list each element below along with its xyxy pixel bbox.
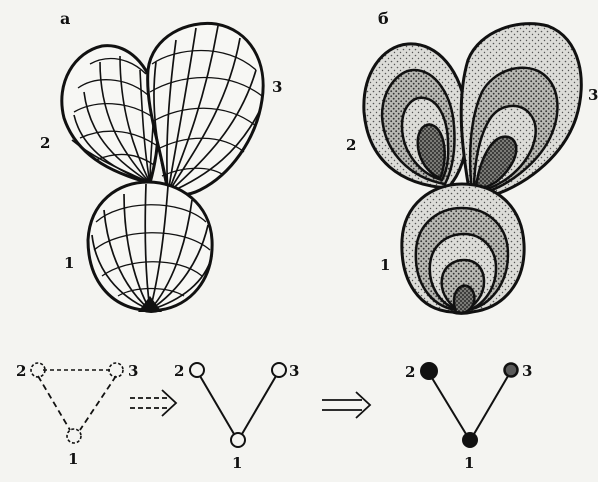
node-dashed-1 [66,428,82,444]
node-filled-2 [420,362,438,380]
node-dashed-3 [108,362,124,378]
scheme-dashed-label-2: 2 [16,362,26,380]
scheme-dashed-label-1: 1 [68,450,78,468]
scheme-filled: 2 3 1 [405,362,532,472]
panel-b-letter: б [378,9,389,28]
panel-a-letter: a [60,9,70,28]
shell-a-1 [86,180,214,313]
node-dashed-2 [30,362,46,378]
scheme-open-label-2: 2 [174,362,184,380]
shell-a-2 [60,44,160,185]
shell-b-3 [459,22,583,199]
double-arrow [322,391,372,419]
node-filled-1 [462,432,478,448]
dashed-double-arrow [130,389,178,417]
scheme-open-label-1: 1 [232,454,242,472]
node-filled-3 [503,362,519,378]
panel-b: б 2 3 1 [346,9,598,315]
shell-b-1 [400,182,526,315]
panel-b-label-3: 3 [588,86,598,104]
panel-b-label-1: 1 [380,256,390,274]
scheme-filled-label-2: 2 [405,363,415,381]
panel-a-label-2: 2 [40,134,50,152]
scheme-dashed-label-3: 3 [128,362,138,380]
panel-a-label-1: 1 [64,254,74,272]
shell-a-3 [146,21,265,197]
scheme-filled-label-3: 3 [522,362,532,380]
scheme-dashed: 2 3 1 [16,362,138,468]
panel-a: a [40,9,282,313]
panel-b-label-2: 2 [346,136,356,154]
node-open-1 [230,432,246,448]
panel-a-label-3: 3 [272,78,282,96]
node-open-2 [189,362,205,378]
scheme-open-label-3: 3 [289,362,299,380]
scheme-open: 2 3 1 [174,362,299,472]
node-open-3 [271,362,287,378]
shell-b-2 [362,42,469,190]
scheme-filled-label-1: 1 [464,454,474,472]
